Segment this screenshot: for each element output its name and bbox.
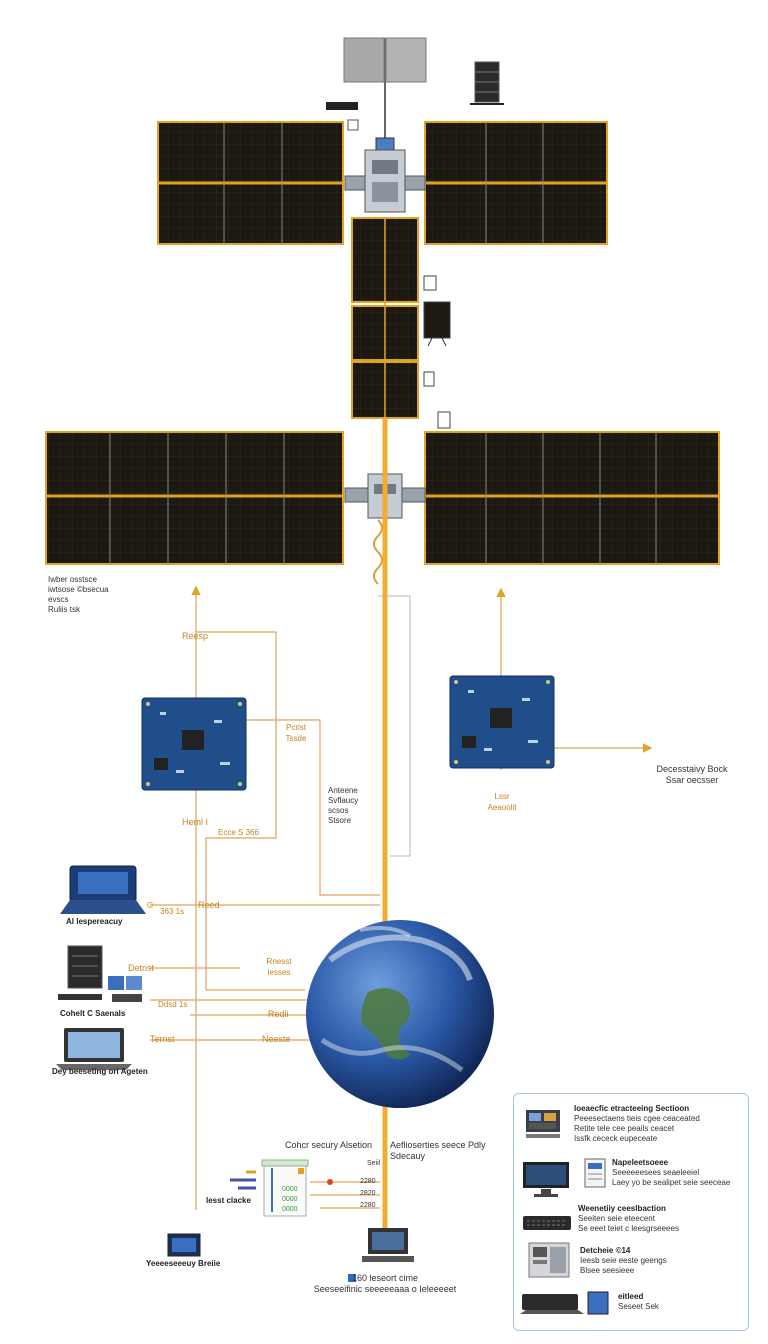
mini-code: 0000 <box>282 1196 298 1203</box>
solar-array-lower-right <box>424 431 720 565</box>
laser-line: Lssr <box>494 792 510 801</box>
mini-code: 0000 <box>282 1206 298 1213</box>
earth-globe-icon <box>306 920 494 1108</box>
agflow-line: Aeflioserties seece Pdly <box>390 1140 486 1150</box>
legend-line: Retite tele cee peails ceacet <box>574 1124 675 1133</box>
central-hub-upper <box>344 149 426 213</box>
legend-line: Seseet Sek <box>618 1302 659 1311</box>
right-arrow-line: Decesstaivy Bock <box>656 764 728 774</box>
right-codes: 2280 2820 2280 <box>360 1176 376 1212</box>
solar-array-lower-left <box>45 431 344 565</box>
ai-workstation-icon <box>60 865 153 914</box>
server-cluster-icon <box>58 945 142 1002</box>
legend-line: eitleed <box>618 1292 644 1301</box>
legend-line: Laey yo be sealipet seie seeceae <box>612 1178 731 1187</box>
legend-line: Weenetiiy ceeslbaction <box>578 1204 666 1213</box>
legend-line: Blsee seesieee <box>580 1266 635 1275</box>
top-left-note: Iwber osstsce iwtsose ©bsecua evscs Ruli… <box>48 575 109 615</box>
antenna-line: Anteene <box>328 786 358 795</box>
ressp-label: Reesp <box>182 631 209 641</box>
neeste-label: Neeste <box>262 1034 291 1044</box>
pcb-left-side-line: Tssde <box>285 734 307 743</box>
right-code: 2820 <box>360 1190 376 1197</box>
note-line: iwtsose ©bsecua <box>48 585 109 594</box>
pcb-board-left-icon <box>141 697 247 791</box>
cohort-label: Cohcr secury Alsetion <box>285 1140 373 1150</box>
legend-line: Issfk cececk eupeceate <box>574 1134 658 1143</box>
pcb-left-side-label: Pcrist Tssde <box>276 722 316 744</box>
solar-array-upper-right <box>424 121 608 245</box>
bottom-center-label: 160 leseort cime Seeseeifinic seeeeeaaa … <box>300 1273 470 1295</box>
control-room-icon <box>526 1110 560 1138</box>
right-code: 2280 <box>360 1202 376 1209</box>
agflow-line: Sdecauy <box>390 1151 426 1161</box>
laser-label: Lssr Aeaoolit <box>474 791 530 813</box>
mini-codes: 0000 0000 0000 <box>282 1185 298 1215</box>
antenna-line: scsos <box>328 806 349 815</box>
legend-line: Seeeeeesees seaeleeiel <box>612 1168 700 1177</box>
bottom-center-line: Seeseeifinic seeeeeaaa o Ieleeeeet <box>313 1284 457 1294</box>
laptop-icon <box>56 1028 132 1070</box>
bottom-center-line: 160 leseort cime <box>351 1273 419 1283</box>
tablet-icon <box>167 1233 201 1257</box>
antenna-label: Anteene Svflaucy scsos Stsore <box>328 786 358 826</box>
legend-line: Se eeet teiet c leesgrseeees <box>578 1224 679 1233</box>
ternst-label: Ternst <box>150 1034 175 1044</box>
small-module-icon <box>326 102 359 131</box>
side-module-icons <box>423 275 451 429</box>
solar-array-upper-left <box>157 121 344 245</box>
agflow-label: Aeflioserties seece Pdly Sdecauy <box>390 1140 486 1162</box>
right-arrow-line: Ssar oecsser <box>665 775 719 785</box>
local-stack-label: lesst clacke <box>206 1196 251 1205</box>
bottom-left-label: Yeeeeseeeuy Breiie <box>146 1259 221 1268</box>
antenna-line: Stsore <box>328 816 352 825</box>
gray-connector <box>378 595 411 857</box>
right-code: 2280 <box>360 1178 376 1185</box>
legend-line: Ioeaecfic etracteeing Sectioon <box>574 1104 690 1113</box>
laser-line: Aeaoolit <box>487 803 517 812</box>
antenna-line: Svflaucy <box>328 796 359 805</box>
retail-pair-line: Rnesst <box>266 957 292 966</box>
legend-panel: Ioeaecfic etracteeing Sectioon Peeesecta… <box>513 1093 749 1331</box>
note-line: Iwber osstsce <box>48 575 97 584</box>
note-line: Ruliis tsk <box>48 605 81 614</box>
note-line: evscs <box>48 595 69 604</box>
mini-code: 0000 <box>282 1186 298 1193</box>
keyboard-icon <box>523 1216 571 1230</box>
document-icon <box>584 1158 606 1188</box>
monitor-icon <box>523 1162 569 1197</box>
ai-label: Al lespereacuy <box>66 917 123 926</box>
reed-label: Reed <box>198 900 220 910</box>
day-label: Dey beeseting ori Ageten <box>52 1067 148 1076</box>
legend-line: Peeesectaens tieis cgee ceaceated <box>574 1114 700 1123</box>
legend-line: Seeiten seie eteecent <box>578 1214 655 1223</box>
dd-label: Ddsd 1s <box>158 1000 188 1009</box>
antenna-mast <box>343 37 427 155</box>
d3-label: 363 1s <box>160 907 185 916</box>
legend-line: Ieesb seie eeste geengs <box>580 1256 667 1265</box>
ground-terminal-icon <box>348 1228 414 1282</box>
legend-line: Detcheie ©14 <box>580 1246 631 1255</box>
radiator-unit-icon <box>470 61 504 105</box>
redli-label: Redli <box>268 1009 289 1019</box>
right-arrow-label: Decesstaivy Bock Ssar oecsser <box>640 764 744 786</box>
local-stack-icon <box>230 1159 333 1217</box>
heml-label: Heml I <box>182 817 209 827</box>
retail-pair-line: lesses <box>267 968 291 977</box>
laptop-legend-icon <box>520 1291 609 1315</box>
pcb-left-side-line: Pcrist <box>286 723 306 732</box>
legend-line: Napeleetsoeee <box>612 1158 669 1167</box>
solar-array-central-column <box>351 217 419 419</box>
server-icon <box>528 1242 570 1278</box>
heml-sub-label: Ecce S 366 <box>218 828 259 837</box>
detrist-label: Detrist <box>128 963 155 973</box>
seiil-label: Seiil <box>367 1160 381 1167</box>
pcb-board-right-icon <box>449 675 555 769</box>
retail-pair-label: Rnesst lesses <box>262 956 296 978</box>
orbital-c-label: Cohelt C Saenals <box>60 1009 126 1018</box>
